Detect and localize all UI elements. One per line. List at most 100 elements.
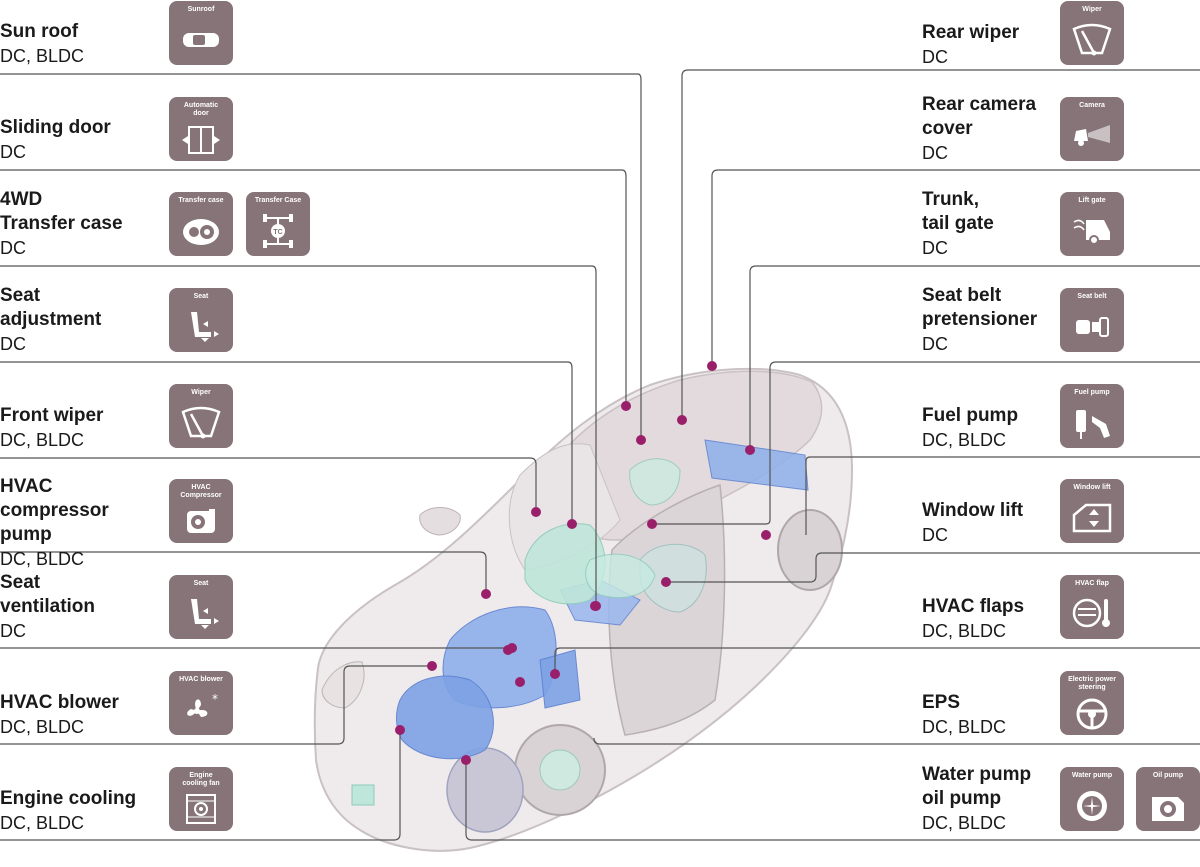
- seat-icon: Seat: [169, 575, 233, 639]
- entry-title: Front wiper: [0, 405, 104, 426]
- drivetrain-icon-text: TC: [273, 229, 282, 236]
- motor-type: DC: [0, 238, 26, 258]
- motor-type: DC, BLDC: [0, 717, 85, 737]
- callout-dot: [761, 530, 771, 540]
- entry-title: Rear camera cover: [922, 94, 1037, 139]
- leader-line-fuel-pump: [805, 456, 1200, 535]
- entry-front-wiper: Front wiper DC, BLDC: [0, 404, 165, 452]
- callout-dot: [745, 445, 755, 455]
- leader-line-eps: [593, 737, 1200, 745]
- icon-caption: Automatic door: [183, 102, 219, 117]
- icon-caption: Camera: [1079, 102, 1105, 109]
- motor-type: DC, BLDC: [0, 430, 85, 450]
- fan-icon-graphic: *: [187, 693, 218, 717]
- entry-trunk-tail-gate: Trunk, tail gate DC: [922, 188, 1087, 260]
- motor-type: DC: [0, 142, 26, 162]
- steering-column: [585, 553, 656, 599]
- callout-dot: [567, 519, 577, 529]
- camera-car-icon: Camera: [1060, 97, 1124, 161]
- wiper-icon: Wiper: [169, 384, 233, 448]
- entry-sun-roof: Sun roof DC, BLDC: [0, 20, 165, 68]
- fuel-pump-icon-graphic: [1076, 410, 1110, 439]
- icon-caption: Oil pump: [1152, 772, 1184, 779]
- seat-icon-graphic: [191, 312, 219, 342]
- car-illustration: [313, 367, 854, 852]
- entry-title: HVAC flaps: [922, 596, 1025, 617]
- window-lift-icon: Window lift: [1060, 479, 1124, 543]
- icon-caption: HVAC flap: [1075, 580, 1109, 587]
- leader-line-seat-belt: [652, 361, 1200, 525]
- entry-fuel-pump: Fuel pump DC, BLDC: [922, 404, 1087, 452]
- drivetrain-icon: Transfer Case TC: [246, 192, 310, 256]
- icon-caption: Wiper: [191, 389, 211, 396]
- entry-engine-cooling: Engine cooling DC, BLDC: [0, 787, 165, 835]
- seat-belt-icon: Seat belt: [1060, 288, 1124, 352]
- motor-type: DC: [922, 143, 948, 163]
- leader-line-rear-wiper: [681, 69, 1200, 420]
- leader-line-sun-roof: [0, 73, 642, 440]
- entry-rear-wiper: Rear wiper DC: [922, 21, 1087, 69]
- car-mirror: [419, 507, 461, 536]
- callout-dot: [395, 725, 405, 735]
- icon-caption: Transfer Case: [254, 197, 302, 204]
- leader-line-window-lift: [666, 552, 1200, 583]
- compressor-icon-graphic: [187, 509, 215, 533]
- callout-dot: [707, 361, 717, 371]
- entry-title: Sun roof: [0, 21, 79, 42]
- steering-wheel-icon-graphic: [1076, 698, 1108, 730]
- icon-caption: Seat: [193, 293, 209, 300]
- fuel-pump-icon: Fuel pump: [1060, 384, 1124, 448]
- entry-seat-ventilation: Seat ventilation DC: [0, 571, 165, 643]
- motor-type: DC: [0, 334, 26, 354]
- passenger-seat: [639, 543, 707, 613]
- wiper-icon-graphic: [181, 406, 221, 439]
- callout-dot: [677, 415, 687, 425]
- entry-title: Seat ventilation: [0, 572, 96, 617]
- rear-module: [704, 439, 809, 491]
- leader-line-transfer-case: [0, 265, 597, 606]
- battery-box: [351, 784, 375, 806]
- leader-line-sliding-door: [0, 169, 627, 406]
- entry-seat-adjustment: Seat adjustment DC: [0, 284, 165, 356]
- icon-caption: Window lift: [1073, 484, 1111, 491]
- icon-caption: Seat: [193, 580, 209, 587]
- headlight: [321, 661, 365, 709]
- window-lift-icon-graphic: [1072, 503, 1112, 533]
- seat-belt-icon-graphic: [1076, 317, 1109, 337]
- radiator-fan-icon-graphic: [186, 794, 216, 824]
- entry-title: Fuel pump: [922, 405, 1019, 426]
- car-top-icon: Sunroof: [169, 1, 233, 65]
- camera-car-icon-graphic: [1074, 125, 1110, 146]
- icon-caption: HVAC Compressor: [180, 484, 222, 499]
- motor-type: DC, BLDC: [0, 549, 85, 569]
- leader-line-hvac-flaps: [554, 647, 1200, 674]
- callout-dot: [621, 401, 631, 411]
- icon-caption: Wiper: [1082, 6, 1102, 13]
- entry-title: HVAC compressor pump: [0, 476, 109, 545]
- entry-water-oil-pump: Water pump oil pump DC, BLDC: [922, 763, 1087, 835]
- callout-dots: [395, 361, 771, 765]
- icon-caption: Lift gate: [1078, 197, 1106, 204]
- steering-wheel-icon: Electric power steering: [1060, 671, 1124, 735]
- leader-line-hvac-compressor: [0, 551, 487, 594]
- engine-block: [396, 675, 494, 760]
- entry-title: Window lift: [922, 500, 1024, 521]
- icon-caption: Transfer case: [178, 197, 224, 204]
- callout-dot: [503, 645, 513, 655]
- wiper-icon-graphic: [1072, 23, 1112, 56]
- motor-type: DC, BLDC: [922, 430, 1007, 450]
- entry-title: Seat belt pretensioner: [922, 285, 1038, 330]
- entry-title: Water pump oil pump: [922, 764, 1032, 809]
- leader-line-seat-adjustment: [0, 361, 573, 524]
- front-wheel-hub: [539, 749, 581, 791]
- icon-caption: Sunroof: [187, 6, 215, 13]
- entry-seat-belt-pretensioner: Seat belt pretensioner DC: [922, 284, 1087, 356]
- front-left-wheel: [446, 747, 524, 833]
- leader-line-water-oil-pump: [465, 760, 1200, 841]
- entry-title: 4WD Transfer case: [0, 189, 123, 234]
- entry-title: EPS: [922, 692, 961, 713]
- oil-pump-icon-graphic: [1152, 797, 1184, 821]
- sliding-door-icon: Automatic door: [169, 97, 233, 161]
- radiator-fan-icon: Engine cooling fan: [169, 767, 233, 831]
